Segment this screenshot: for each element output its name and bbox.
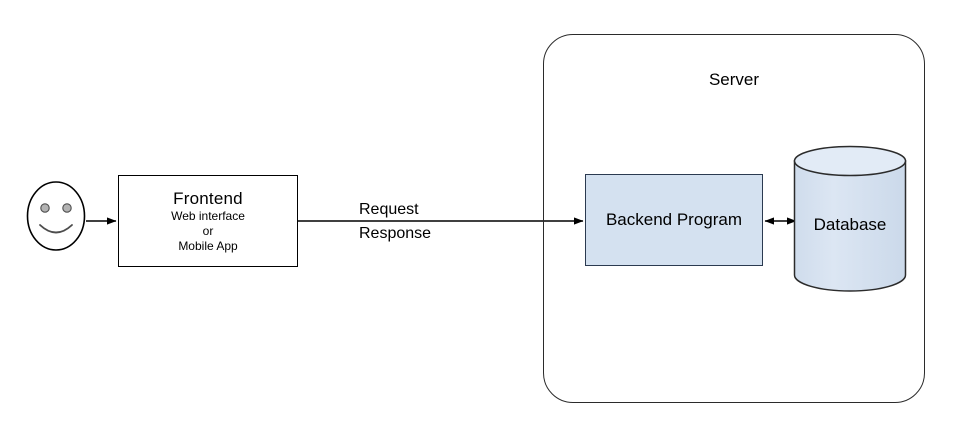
frontend-node[interactable]: Frontend Web interface or Mobile App [118, 175, 298, 267]
frontend-subtitle-line-1: Web interface [171, 208, 245, 223]
frontend-subtitle-line-2: or [202, 223, 214, 238]
face-outline-icon [26, 181, 86, 251]
server-boundary[interactable] [543, 34, 925, 403]
smile-icon [39, 224, 73, 234]
left-eye-icon [40, 203, 50, 213]
frontend-subtitle-line-3: Mobile App [178, 238, 238, 253]
cylinder-body-icon [793, 160, 907, 292]
right-eye-icon [62, 203, 72, 213]
actor-user-smiley[interactable] [26, 181, 86, 251]
backend-program-node[interactable]: Backend Program [585, 174, 763, 266]
database-cylinder[interactable] [793, 145, 907, 295]
cylinder-top-icon [793, 145, 907, 177]
frontend-title: Frontend [173, 188, 243, 208]
backend-program-title: Backend Program [605, 210, 743, 229]
